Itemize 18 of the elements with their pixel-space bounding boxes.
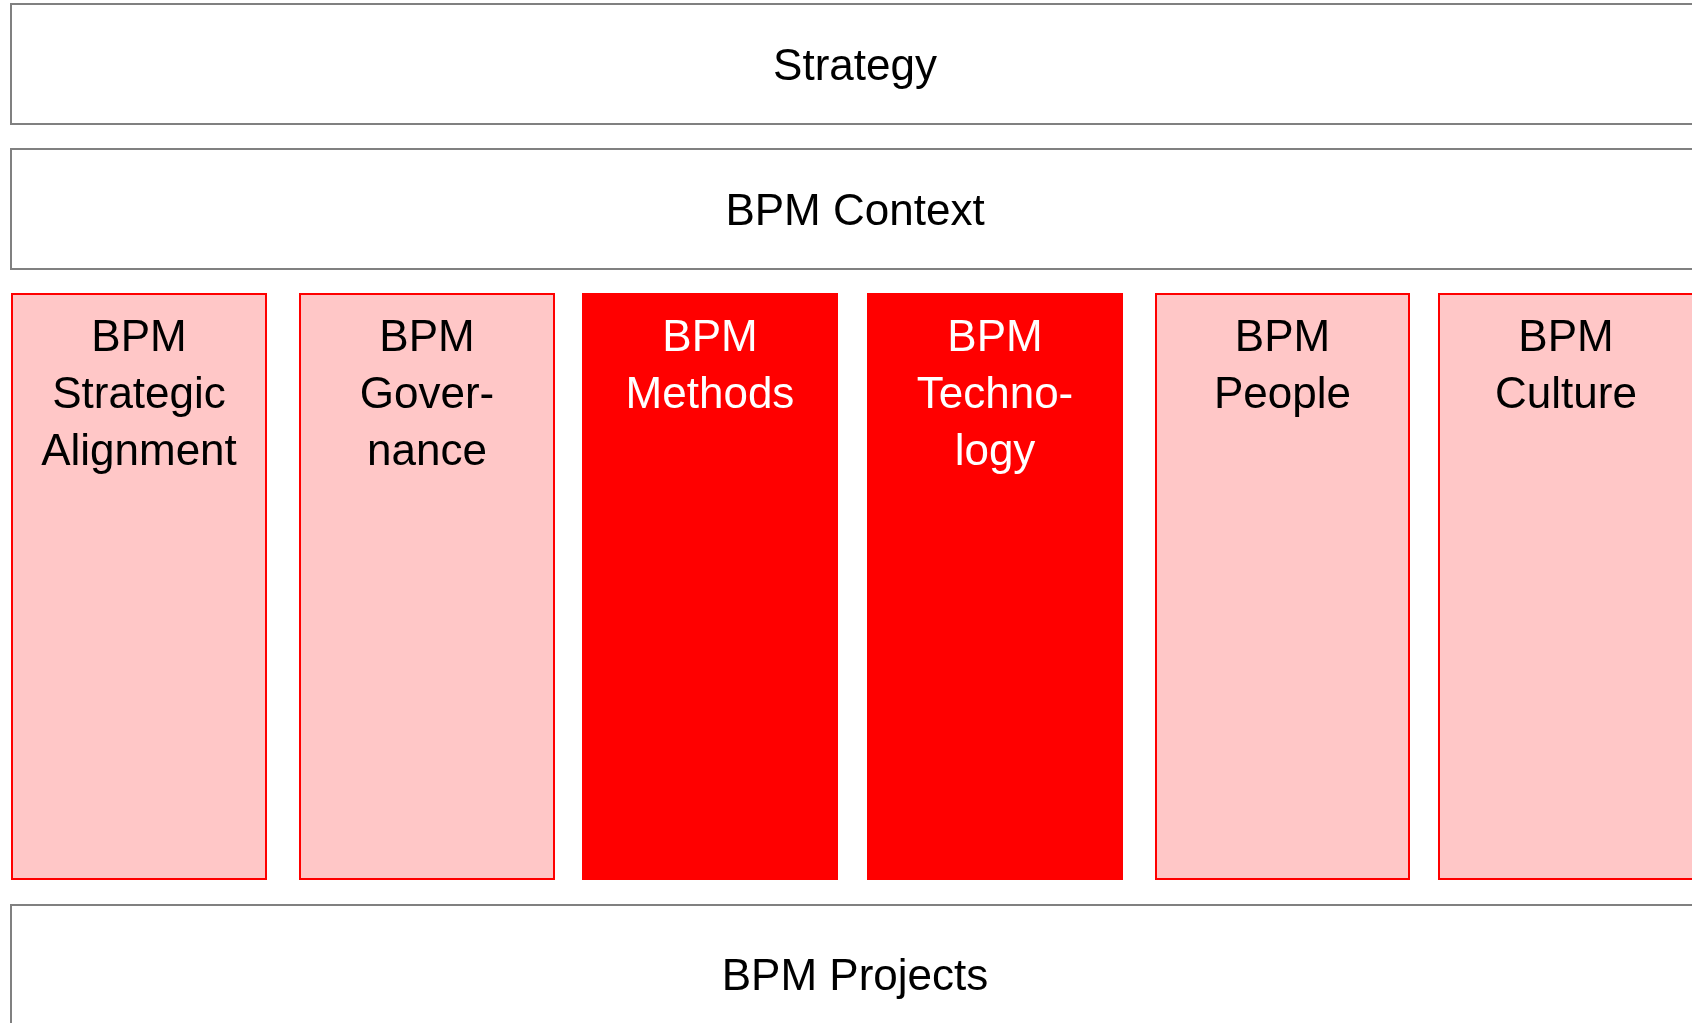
pillar-box xyxy=(11,293,267,880)
pillar-label: BPM People xyxy=(1213,310,1352,419)
layer-band xyxy=(10,148,1692,270)
pillar-label: BPM Methods xyxy=(624,310,796,419)
pillar-label: BPM Culture xyxy=(1494,310,1638,419)
pillar-label: BPM Strategic Alignment xyxy=(40,310,238,476)
pillar-box xyxy=(1155,293,1410,880)
layer-label: BPM Context xyxy=(725,183,985,236)
pillar-box xyxy=(1438,293,1692,880)
layer-band xyxy=(10,904,1692,1023)
pillar-box xyxy=(582,293,838,880)
pillar-box xyxy=(299,293,555,880)
layer-label: BPM Projects xyxy=(721,948,989,1001)
pillar-label: BPM Gover-nance xyxy=(358,310,496,476)
layer-band xyxy=(10,3,1692,125)
pillar-box xyxy=(867,293,1123,880)
layer-label: Strategy xyxy=(773,38,937,91)
pillar-label: BPM Techno-logy xyxy=(915,310,1075,476)
